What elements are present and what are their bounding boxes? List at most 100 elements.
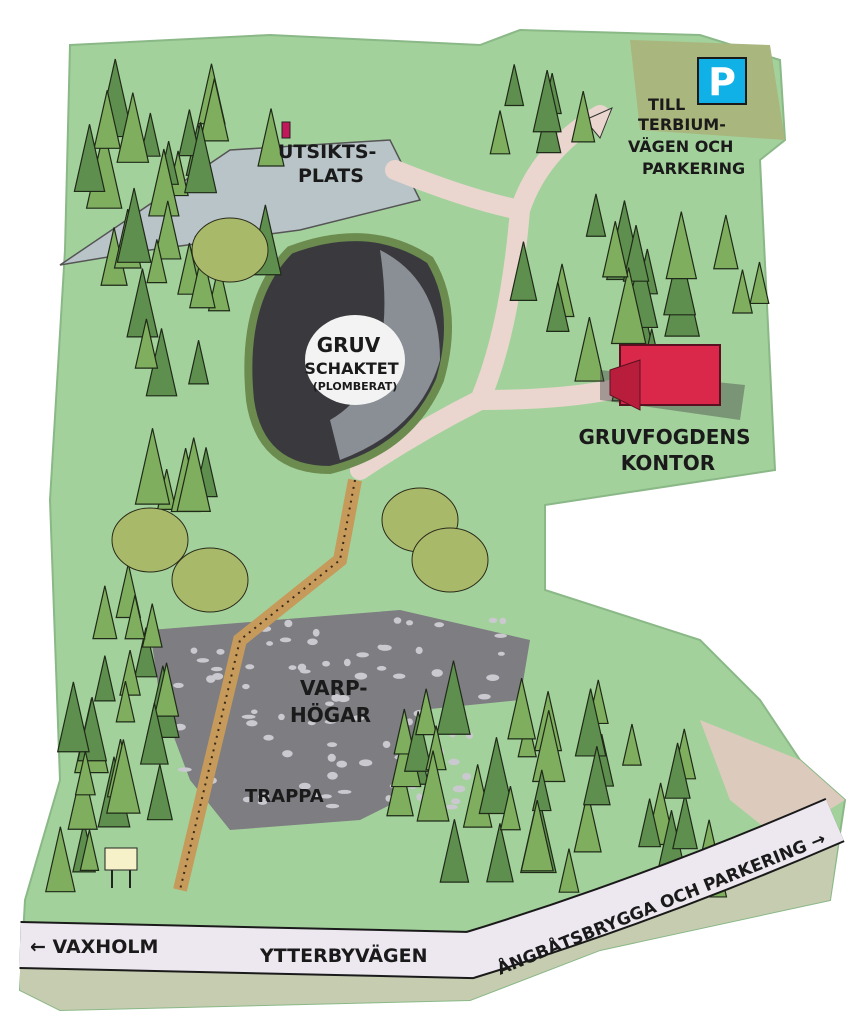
stone [478,693,491,700]
stone [251,709,258,715]
stone [282,750,293,758]
spruce-tree [139,112,161,157]
spruce-tree [663,244,697,316]
spruce-tree [622,224,650,282]
spruce-tree [489,110,511,155]
office-label: GRUVFOGDENS KONTOR [579,425,758,475]
stone [326,742,338,748]
stone [190,647,198,654]
stone [434,622,445,628]
stone [279,637,292,643]
spruce-tree [574,688,607,757]
spruce-tree [124,595,146,640]
stone [406,620,414,626]
spruce-tree [184,122,218,194]
stone [415,646,423,655]
spruce-tree [545,281,570,332]
footpath [350,105,620,480]
stone [284,619,293,628]
stone [452,785,466,793]
spruce-tree [116,92,150,163]
info-board-icon [104,847,138,888]
stone [327,771,338,780]
spruce-tree [93,90,122,149]
spruce-tree [610,267,647,345]
stone [288,665,297,670]
stone [356,652,369,658]
stone [393,617,402,624]
stairs-label: TRAPPA [245,786,324,807]
spruce-tree [416,750,450,822]
stone [173,682,184,689]
spruce-tree [115,681,136,723]
mine-shaft-label: GRUV SCHAKTET (PLOMBERAT) [304,333,405,393]
stone [177,767,192,772]
stone [278,713,285,721]
stone [307,720,316,726]
stone [325,803,340,809]
parking-sign-icon: P [697,57,747,105]
spruce-tree [92,585,118,640]
mine-foreman-office[interactable] [600,344,745,420]
spruce-tree [436,660,471,735]
spruce-tree [73,124,106,193]
spruce-tree [415,688,438,736]
stone [359,759,373,767]
path-arrow [584,107,613,139]
stone [257,800,268,805]
spruce-tree [257,108,285,167]
stone [216,648,225,655]
stone [336,760,348,768]
stone [376,666,387,671]
spruce-tree [74,750,96,796]
stone [266,641,274,646]
spruce-tree [486,823,514,883]
spoil-heaps [150,610,530,830]
spruce-tree [139,702,169,765]
stone [462,772,472,781]
stone [488,617,498,623]
road-left-label: ← VAXHOLM [30,936,158,958]
spruce-tree [146,764,174,821]
spruce-tree [189,251,216,309]
spruce-tree [134,627,158,678]
road-surface [19,799,844,978]
spruce-tree [134,428,171,505]
stairs[interactable] [173,478,362,892]
deciduous-tree [111,507,189,573]
stone [445,804,458,810]
stone [352,715,365,721]
spruce-tree [176,437,212,513]
stone [354,672,368,680]
stone [382,740,391,749]
spruce-tree [602,221,629,278]
road-name-label: YTTERBYVÄGEN [259,943,428,967]
stone [320,794,332,799]
stone [416,793,423,801]
spoil-heaps-label: VARP- HÖGAR [290,676,375,727]
spruce-tree [672,794,698,850]
spruce-tree [532,70,562,133]
stone [242,683,250,690]
stone [331,694,342,702]
spruce-tree [507,677,537,740]
stone [499,617,507,625]
spruce-tree [558,848,580,893]
stone [241,714,256,719]
lookout-label: UTSIKTS- PLATS [278,141,383,187]
stone [497,651,505,656]
spruce-tree [153,662,180,717]
spruce-tree [731,269,753,314]
stone [448,758,460,766]
stone [242,796,252,803]
deciduous-tree [411,527,489,593]
stone [494,633,507,638]
spruce-tree [439,819,470,883]
stone [486,674,500,682]
spruce-tree [153,200,182,260]
stone [298,782,311,790]
spruce-tree [116,187,152,263]
spruce-tree [664,742,691,799]
to-parking-label: TILL TERBIUM- VÄGEN OCH PARKERING [628,95,745,178]
lookout-marker-icon [281,121,291,139]
